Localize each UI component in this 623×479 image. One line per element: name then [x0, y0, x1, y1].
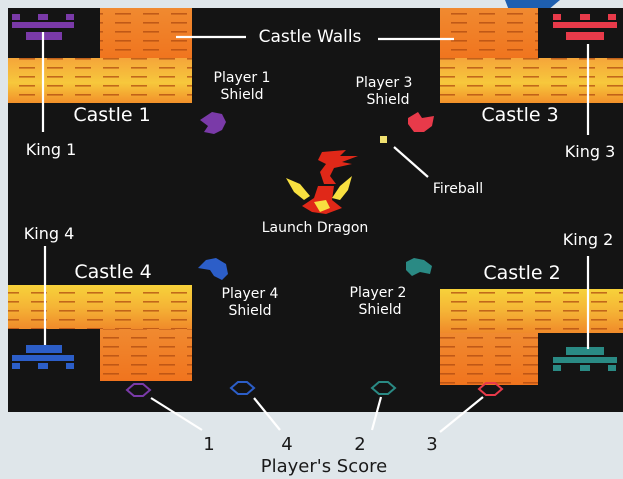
score-player-3: 3	[426, 434, 437, 455]
castle-4-label: Castle 4	[74, 261, 151, 283]
player-4-shield-label-line1: Player 4	[222, 286, 279, 302]
players-score-label: Player's Score	[261, 456, 387, 477]
castle-3-label: Castle 3	[481, 104, 558, 126]
score-player-2: 2	[354, 434, 365, 455]
fireball-icon	[380, 136, 387, 143]
player-3-shield-label-line2: Shield	[366, 92, 409, 108]
castle-2-label: Castle 2	[483, 262, 560, 284]
launch-dragon-label: Launch Dragon	[262, 220, 369, 236]
king-4-label: King 4	[24, 224, 75, 243]
player-2-shield-label-line1: Player 2	[350, 285, 407, 301]
king-1-label: King 1	[26, 140, 77, 159]
player-2-shield-label-line2: Shield	[358, 302, 401, 318]
player-1-shield-label-line1: Player 1	[214, 70, 271, 86]
player-1-shield-label-line2: Shield	[220, 87, 263, 103]
castle-1-label: Castle 1	[73, 104, 150, 126]
fireball-label: Fireball	[433, 181, 483, 197]
castle-walls-label: Castle Walls	[259, 27, 362, 47]
player-4-shield-label-line2: Shield	[228, 303, 271, 319]
score-player-1: 1	[203, 434, 214, 455]
king-3-label: King 3	[565, 142, 616, 161]
king-2-label: King 2	[563, 230, 614, 249]
score-player-4: 4	[281, 434, 292, 455]
player-3-shield-label-line1: Player 3	[356, 75, 413, 91]
